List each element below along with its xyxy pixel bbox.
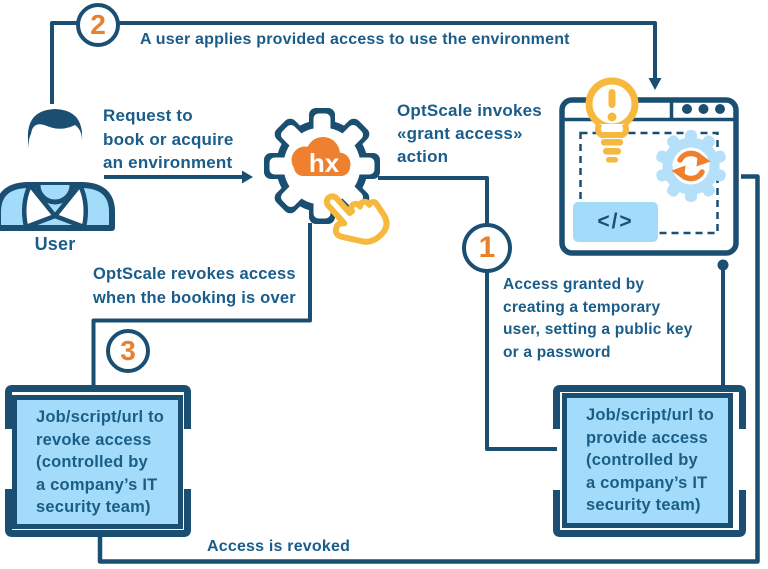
step-2-badge: 2 bbox=[76, 3, 120, 47]
step-3-badge: 3 bbox=[106, 329, 150, 373]
provide-access-box: Job/script/url to provide access (contro… bbox=[562, 393, 733, 528]
revoke-connector-line bbox=[97, 174, 760, 564]
cursor-hand-icon bbox=[323, 193, 390, 245]
hx-cloud-logo: hx bbox=[291, 137, 351, 178]
user-face bbox=[30, 113, 80, 173]
step1-connector-line bbox=[378, 176, 557, 451]
granted-caption: Access granted by creating a temporary u… bbox=[503, 276, 693, 361]
connector-endpoint-dot bbox=[717, 259, 729, 271]
user-icon bbox=[0, 109, 115, 231]
request-arrowhead-icon bbox=[242, 170, 253, 184]
step2-arrowhead-icon bbox=[648, 78, 662, 90]
step2-caption: A user applies provided access to use th… bbox=[140, 31, 570, 48]
revoke-box-frame bbox=[5, 385, 191, 537]
lightbulb-alert-icon bbox=[585, 77, 639, 163]
step3-connector-line bbox=[91, 223, 312, 385]
step-1-number: 1 bbox=[478, 231, 496, 264]
user-label: User bbox=[34, 234, 76, 254]
user-hair bbox=[27, 109, 83, 148]
step-1-badge: 1 bbox=[462, 223, 512, 273]
optscale-gear-icon: hx bbox=[264, 108, 380, 224]
refresh-arrows-icon bbox=[671, 150, 711, 182]
provide-box-frame bbox=[553, 385, 746, 537]
code-chip: </> bbox=[573, 202, 658, 242]
request-caption: Request to book or acquire an environmen… bbox=[103, 106, 234, 172]
sync-gear-icon bbox=[656, 130, 726, 202]
revoke-access-box: Job/script/url to revoke access (control… bbox=[12, 395, 183, 529]
window-control-dots-icon bbox=[682, 104, 725, 114]
step-3-number: 3 bbox=[120, 335, 136, 366]
step-2-number: 2 bbox=[90, 9, 106, 40]
code-glyph-icon: </> bbox=[597, 210, 634, 233]
step2-connector-line bbox=[50, 21, 657, 104]
exclamation-bar bbox=[608, 89, 616, 108]
revoked-caption: Access is revoked bbox=[207, 538, 351, 555]
optscale-logo-text: hx bbox=[309, 148, 340, 178]
exclamation-dot bbox=[607, 112, 617, 122]
invokes-caption: OptScale invokes «grant access» action bbox=[397, 101, 542, 166]
revokes-caption: OptScale revokes access when the booking… bbox=[93, 265, 296, 307]
